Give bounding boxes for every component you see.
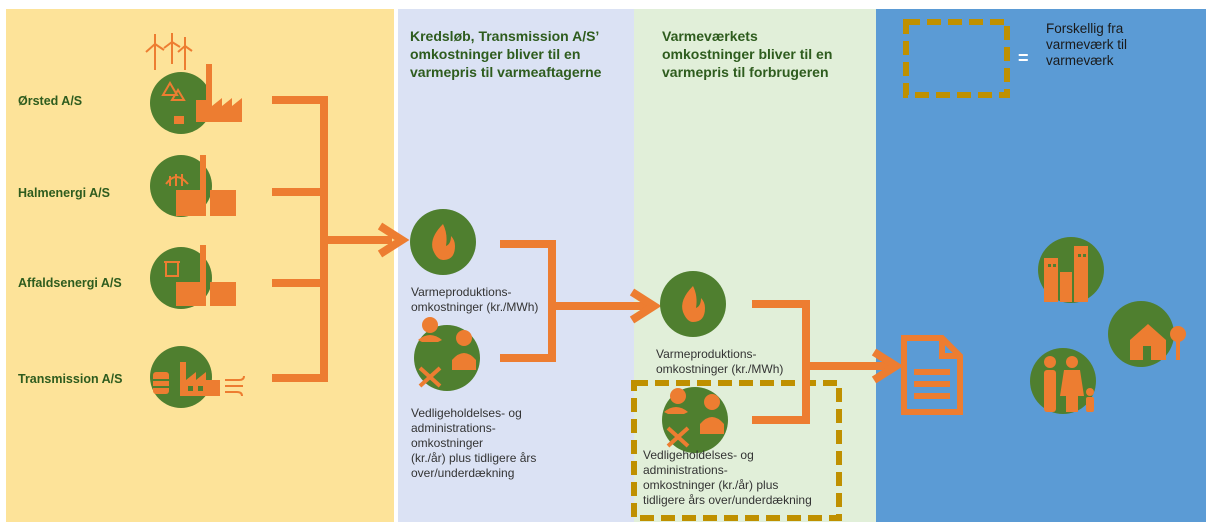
- source-label-halmenergi: Halmenergi A/S: [18, 186, 110, 200]
- wind-turbine-factory-icon: [145, 33, 242, 134]
- house-icon: [1108, 301, 1186, 367]
- sources-bracket: [272, 96, 392, 382]
- transmission-bracket: [500, 240, 654, 362]
- variable-costs-dashed-box: [631, 380, 842, 521]
- source-label-orsted: Ørsted A/S: [18, 94, 83, 108]
- heating-plant-maintenance-costs: Vedligeholdelses- og administrations- om…: [643, 448, 812, 507]
- legend-text: Forskellig fra varmeværk til varmeværk: [1046, 21, 1128, 68]
- workers-tools-icon: [414, 317, 480, 391]
- flame-icon: [660, 271, 726, 337]
- arrow-to-heating-plant: [629, 288, 662, 324]
- city-buildings-icon: [1038, 237, 1104, 303]
- transmission-heading: Kredsløb, Transmission A/S’ omkostninger…: [410, 28, 602, 80]
- heating-plant-production-costs: Varmeproduktions- omkostninger (kr./MWh): [656, 347, 784, 376]
- heating-plant-heading: Varmeværkets omkostninger bliver til en …: [662, 28, 833, 80]
- arrow-to-consumers: [871, 348, 904, 384]
- transmission-maintenance-costs: Vedligeholdelses- og administrations- om…: [411, 406, 537, 480]
- barrel-factory-wind-icon: [150, 346, 245, 408]
- source-label-transmission: Transmission A/S: [18, 372, 123, 386]
- flame-icon: [410, 209, 476, 275]
- waste-factory-icon: [150, 245, 236, 309]
- legend-dashed-box: [903, 19, 1010, 98]
- straw-factory-icon: [150, 155, 236, 217]
- heating-plant-bracket: [752, 300, 894, 424]
- family-icon: [1030, 348, 1096, 414]
- workers-tools-icon: [662, 387, 728, 453]
- arrow-to-transmission: [377, 222, 410, 258]
- source-label-affaldsenergi: Affaldsenergi A/S: [18, 276, 122, 290]
- document-icon: [901, 335, 963, 415]
- legend-equals: =: [1018, 48, 1029, 68]
- transmission-production-costs: Varmeproduktions- omkostninger (kr./MWh): [411, 285, 539, 314]
